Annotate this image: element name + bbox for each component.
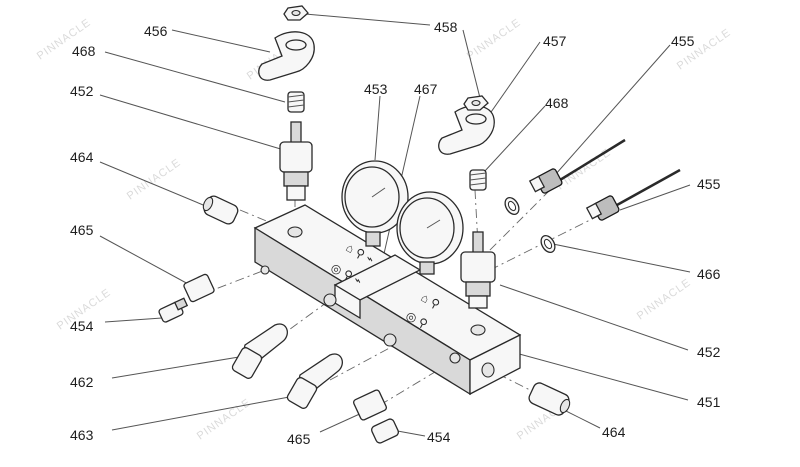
callout-labels: 456 458 457 455 468 452 453 467 468 464 … bbox=[70, 19, 721, 447]
spring-468-left bbox=[287, 91, 305, 113]
watermark-text: PINNACLE bbox=[465, 16, 524, 62]
callout-465-bottom: 465 bbox=[287, 431, 311, 447]
nut-458-right bbox=[463, 95, 489, 111]
callout-454-bottom: 454 bbox=[427, 429, 451, 445]
callout-456: 456 bbox=[144, 23, 168, 39]
callout-466: 466 bbox=[697, 266, 721, 282]
probe-455-upper bbox=[528, 138, 626, 194]
watermark-text: PINNACLE bbox=[125, 156, 184, 202]
plug-465-bottom bbox=[352, 389, 388, 421]
probe-455-lower bbox=[585, 168, 681, 221]
nut-458-top bbox=[283, 5, 309, 21]
callout-451: 451 bbox=[697, 394, 721, 410]
gauge-467 bbox=[396, 191, 464, 275]
fitting-464-left bbox=[202, 195, 239, 225]
fitting-464-right bbox=[528, 382, 571, 416]
spring-468-right bbox=[469, 169, 487, 191]
callout-458: 458 bbox=[434, 19, 458, 35]
callout-467: 467 bbox=[414, 81, 438, 97]
elbow-463 bbox=[286, 353, 343, 409]
manifold-block: ⌂ ⚲ ⌁ ◎ ⚲ ⌁ ⌂ ⚲ ◎ ⚲ bbox=[253, 204, 522, 396]
callout-455-lower: 455 bbox=[697, 176, 721, 192]
callout-453: 453 bbox=[364, 81, 388, 97]
callout-464-right: 464 bbox=[602, 424, 626, 440]
callout-455: 455 bbox=[671, 33, 695, 49]
callout-454: 454 bbox=[70, 318, 94, 334]
plug-465-left bbox=[183, 273, 215, 303]
callout-468-right: 468 bbox=[545, 95, 569, 111]
valve-452-left bbox=[279, 121, 313, 201]
callout-452: 452 bbox=[70, 83, 94, 99]
callout-468: 468 bbox=[72, 43, 96, 59]
screw-454-left bbox=[158, 297, 189, 323]
o-ring-466-upper bbox=[504, 196, 520, 216]
callout-457: 457 bbox=[543, 33, 567, 49]
elbow-462 bbox=[231, 323, 288, 379]
valve-452-right bbox=[460, 231, 496, 309]
callout-463: 463 bbox=[70, 427, 94, 443]
callout-465: 465 bbox=[70, 222, 94, 238]
knob-457 bbox=[438, 105, 495, 155]
gauge-453 bbox=[341, 160, 409, 247]
knob-456 bbox=[258, 31, 315, 81]
watermark-text: PINNACLE bbox=[635, 276, 694, 322]
screw-454-bottom bbox=[370, 418, 400, 444]
callout-464: 464 bbox=[70, 149, 94, 165]
o-ring-466-lower bbox=[540, 234, 556, 254]
watermark-text: PINNACLE bbox=[195, 396, 254, 442]
callout-452-right: 452 bbox=[697, 344, 721, 360]
callout-462: 462 bbox=[70, 374, 94, 390]
